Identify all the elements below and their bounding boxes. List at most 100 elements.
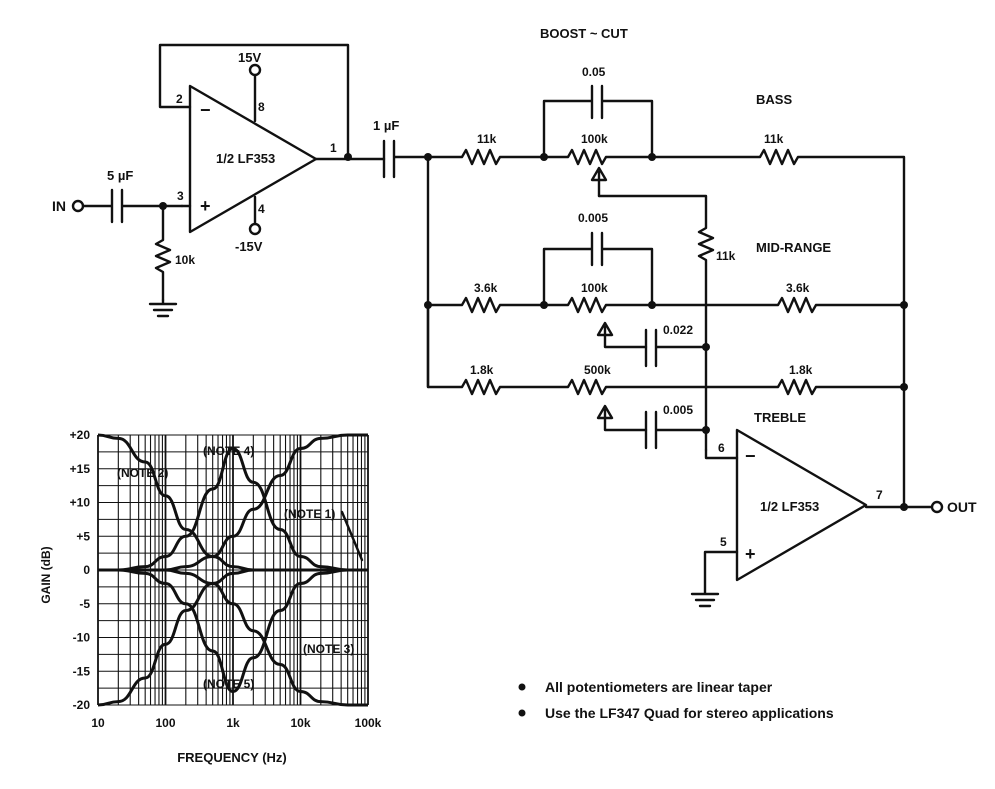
vneg-terminal bbox=[248, 222, 262, 236]
vpos-label: 15V bbox=[238, 50, 261, 65]
opamp-2-label: 1/2 LF353 bbox=[760, 499, 819, 514]
opamp-2: 1/2 LF353 − + 6 5 7 OUT bbox=[690, 428, 977, 608]
bass-wiper-arrow bbox=[590, 166, 608, 198]
chart-curves bbox=[97, 433, 368, 707]
y-axis-label: GAIN (dB) bbox=[39, 546, 53, 603]
mid-potentiometer bbox=[542, 296, 654, 314]
treble-wiper-cap-label: 0.005 bbox=[663, 403, 693, 417]
bass-cap-label: 0.05 bbox=[582, 65, 606, 79]
output-label: OUT bbox=[947, 499, 977, 515]
chart-grid bbox=[97, 434, 369, 706]
input-capacitor bbox=[81, 188, 184, 224]
input-cap-label: 5 µF bbox=[107, 168, 133, 183]
pin5-ground bbox=[690, 550, 739, 608]
junction-dot bbox=[900, 503, 908, 511]
junction-dot bbox=[900, 383, 908, 391]
bass-in-res-label: 11k bbox=[477, 132, 497, 146]
pin1-label: 1 bbox=[330, 141, 337, 155]
opamp-2-body bbox=[735, 428, 868, 582]
coupling-capacitor bbox=[382, 139, 430, 179]
x-tick-label: 10 bbox=[91, 716, 105, 730]
note-item: Use the LF347 Quad for stereo applicatio… bbox=[545, 705, 834, 721]
response-curve-4 bbox=[98, 568, 368, 694]
note1-pointer bbox=[340, 510, 364, 562]
mid-section: MID-RANGE 3.6k 100k 0.005 3.6k 0.022 bbox=[426, 211, 908, 368]
response-curve-6 bbox=[98, 568, 368, 707]
treble-in-res-label: 1.8k bbox=[470, 363, 494, 377]
input-terminal bbox=[71, 199, 85, 213]
mid-in-res-label: 3.6k bbox=[474, 281, 498, 295]
ground-symbol bbox=[148, 298, 178, 318]
bullet-icon bbox=[518, 683, 526, 691]
pin5-label: 5 bbox=[720, 535, 727, 549]
junction-dot bbox=[702, 343, 710, 351]
treble-pot-label: 500k bbox=[584, 363, 611, 377]
junction-dot bbox=[702, 426, 710, 434]
pin2-label: 2 bbox=[176, 92, 183, 106]
y-tick-label: +20 bbox=[70, 428, 91, 442]
treble-out-res-label: 1.8k bbox=[789, 363, 813, 377]
mid-range-label: MID-RANGE bbox=[756, 240, 831, 255]
mid-input-resistor bbox=[426, 296, 546, 314]
pin3-label: 3 bbox=[177, 189, 184, 203]
mid-pot-label: 100k bbox=[581, 281, 608, 295]
wiper-resistor bbox=[597, 194, 715, 452]
vpos-terminal bbox=[248, 63, 262, 77]
input-stage: IN 5 µF 10k bbox=[52, 168, 195, 318]
response-curve-2 bbox=[97, 568, 368, 707]
opamp-1-body bbox=[188, 84, 318, 234]
x-tick-label: 10k bbox=[290, 716, 310, 730]
mid-wiper-cap-label: 0.022 bbox=[663, 323, 693, 337]
treble-network bbox=[426, 303, 906, 396]
note-item: All potentiometers are linear taper bbox=[545, 679, 773, 695]
pin7-label: 7 bbox=[876, 488, 883, 502]
y-tick-label: -5 bbox=[79, 597, 90, 611]
x-tick-label: 1k bbox=[226, 716, 240, 730]
mid-capacitor bbox=[542, 231, 654, 307]
bass-out-res-label: 11k bbox=[764, 132, 784, 146]
y-tick-label: -10 bbox=[73, 631, 91, 645]
mid-wiper-arrow bbox=[596, 321, 648, 349]
chart-annotation: (NOTE 4) bbox=[203, 444, 254, 458]
input-resistor bbox=[154, 204, 172, 302]
y-tick-label: +15 bbox=[70, 462, 91, 476]
junction-dot bbox=[900, 301, 908, 309]
treble-wiper-capacitor bbox=[644, 410, 708, 450]
opamp-1: 1/2 LF353 − + 3 2 15V 8 -15V 4 1 bbox=[158, 43, 386, 254]
wiper-res-label: 11k bbox=[716, 249, 736, 263]
mid-wiper-capacitor bbox=[644, 328, 708, 368]
chart-annotation: (NOTE 2) bbox=[117, 466, 168, 480]
y-tick-label: +10 bbox=[70, 496, 91, 510]
y-tick-label: -15 bbox=[73, 664, 91, 678]
chart-annotation: (NOTE 1) bbox=[284, 507, 335, 521]
response-curve-3 bbox=[98, 446, 368, 572]
x-tick-label: 100 bbox=[155, 716, 175, 730]
junction-dot bbox=[344, 153, 352, 161]
noninverting-sign: + bbox=[200, 196, 211, 216]
bass-pot-label: 100k bbox=[581, 132, 608, 146]
x-axis-label: FREQUENCY (Hz) bbox=[177, 750, 287, 765]
inverting-sign: − bbox=[745, 446, 756, 466]
bass-output-resistor bbox=[650, 148, 906, 509]
mid-output-resistor bbox=[650, 296, 906, 314]
bass-section: BOOST ~ CUT BASS 11k 100k 0.05 11k 11k bbox=[426, 26, 906, 509]
chart-annotation: (NOTE 3) bbox=[303, 642, 354, 656]
pin4-label: 4 bbox=[258, 202, 265, 216]
noninverting-sign: + bbox=[745, 544, 756, 564]
coupling-cap-label: 1 µF bbox=[373, 118, 399, 133]
mid-out-res-label: 3.6k bbox=[786, 281, 810, 295]
output-terminal bbox=[930, 500, 944, 514]
y-tick-label: 0 bbox=[83, 563, 90, 577]
bullet-icon bbox=[518, 709, 526, 717]
treble-section: TREBLE 1.8k 500k 1.8k 0.005 bbox=[426, 303, 908, 450]
opamp-1-label: 1/2 LF353 bbox=[216, 151, 275, 166]
bass-input-resistor bbox=[426, 148, 546, 166]
treble-label: TREBLE bbox=[754, 410, 806, 425]
notes-list: All potentiometers are linear taper Use … bbox=[518, 679, 834, 721]
mid-cap-label: 0.005 bbox=[578, 211, 608, 225]
inverting-sign: − bbox=[200, 100, 211, 120]
feedback-wire bbox=[158, 43, 350, 158]
